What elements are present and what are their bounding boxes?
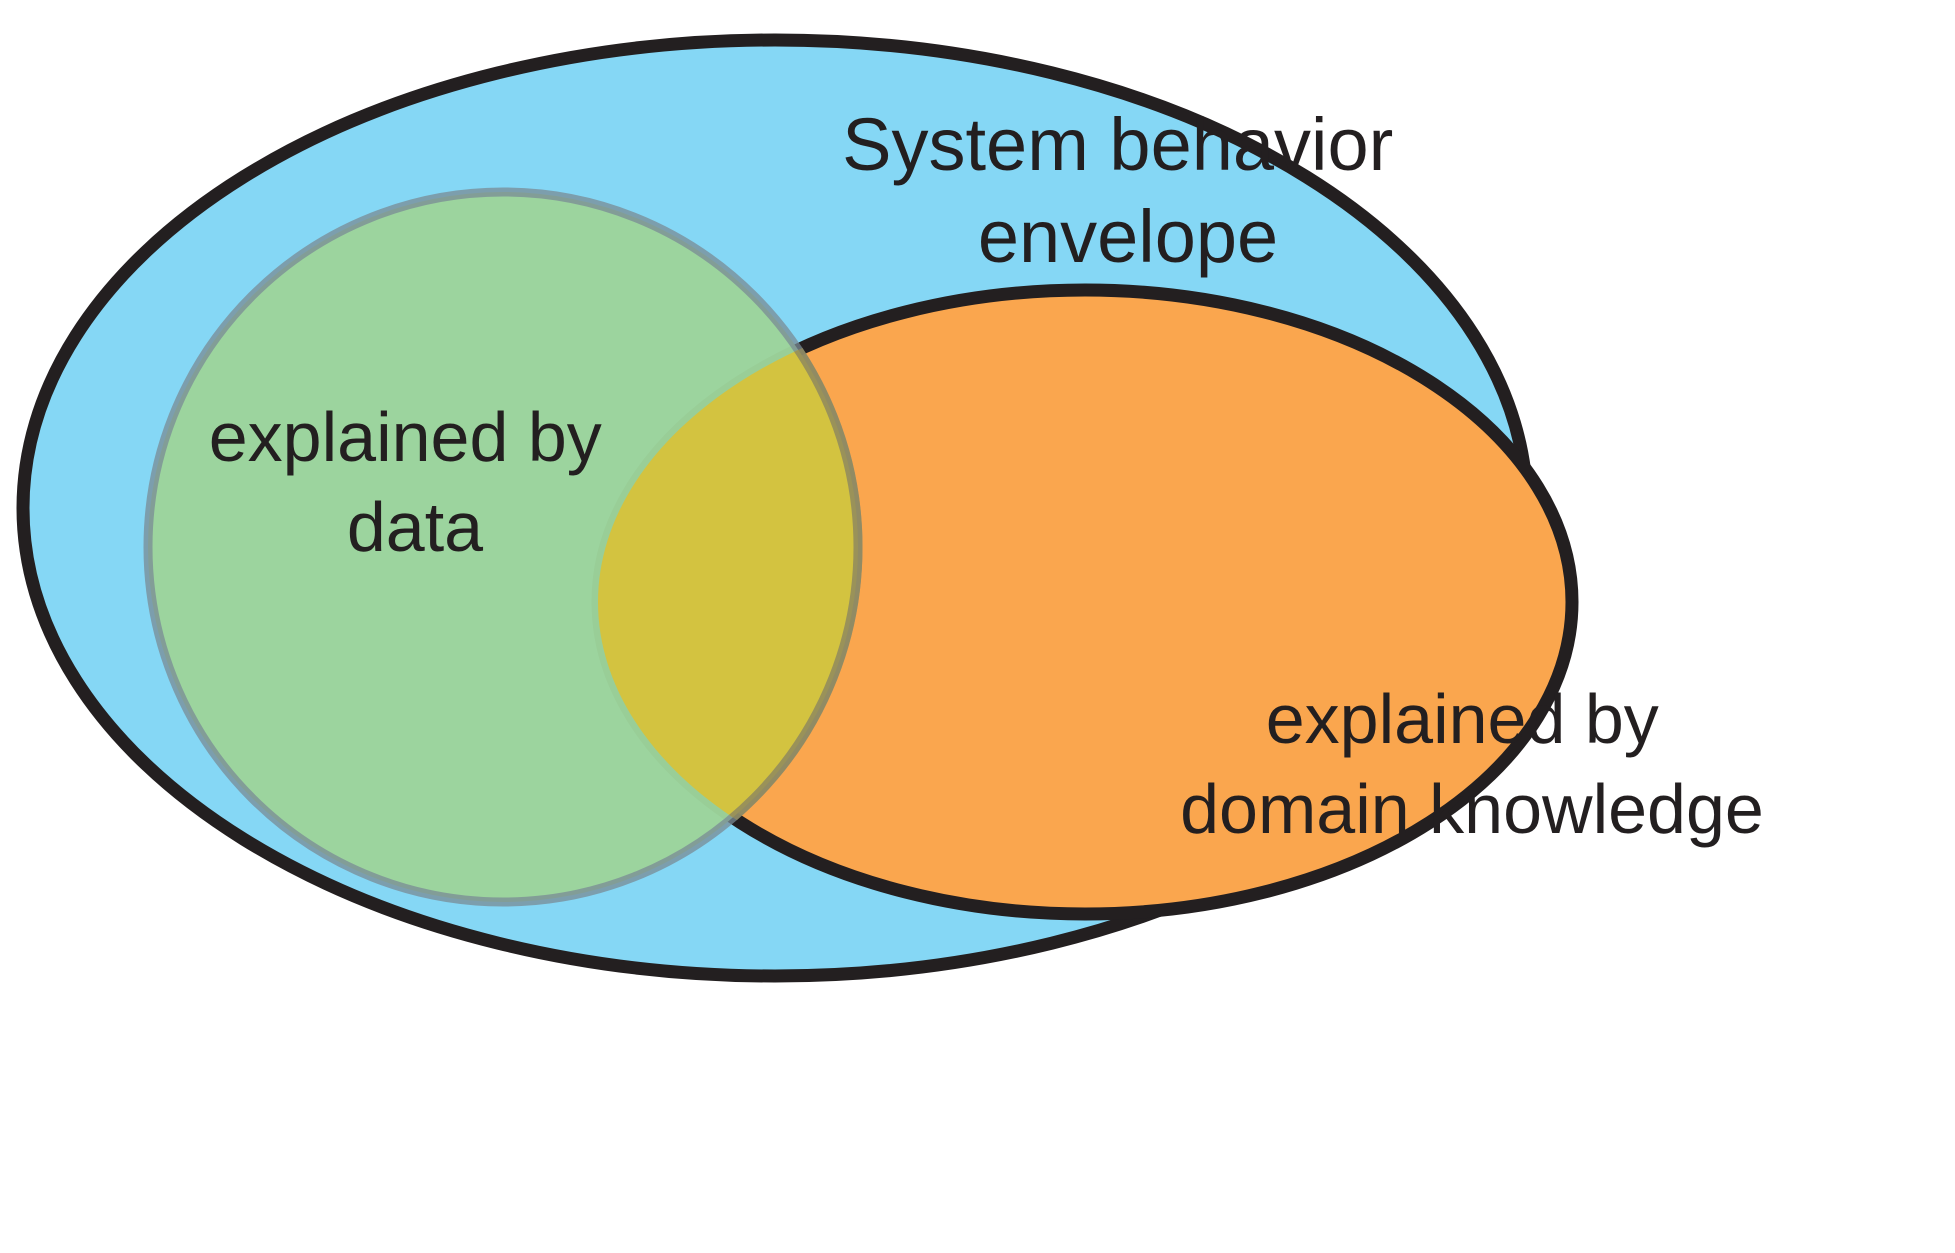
label-domain-line-2: domain knowledge: [1180, 770, 1764, 848]
label-system-behavior-envelope: System behavior envelope: [842, 103, 1414, 278]
label-explained-by-domain-knowledge: explained by domain knowledge: [1180, 680, 1764, 848]
label-data-line-1: explained by: [209, 398, 602, 476]
label-domain-line-1: explained by: [1266, 680, 1659, 758]
label-explained-by-data: explained by data: [209, 398, 622, 566]
label-data-line-2: data: [347, 488, 483, 566]
venn-labels: System behavior envelope explained by da…: [209, 103, 1764, 849]
set-explained-by-data[interactable]: [143, 187, 863, 907]
label-envelope-line-1: System behavior: [842, 103, 1393, 186]
label-envelope-line-2: envelope: [978, 195, 1278, 278]
